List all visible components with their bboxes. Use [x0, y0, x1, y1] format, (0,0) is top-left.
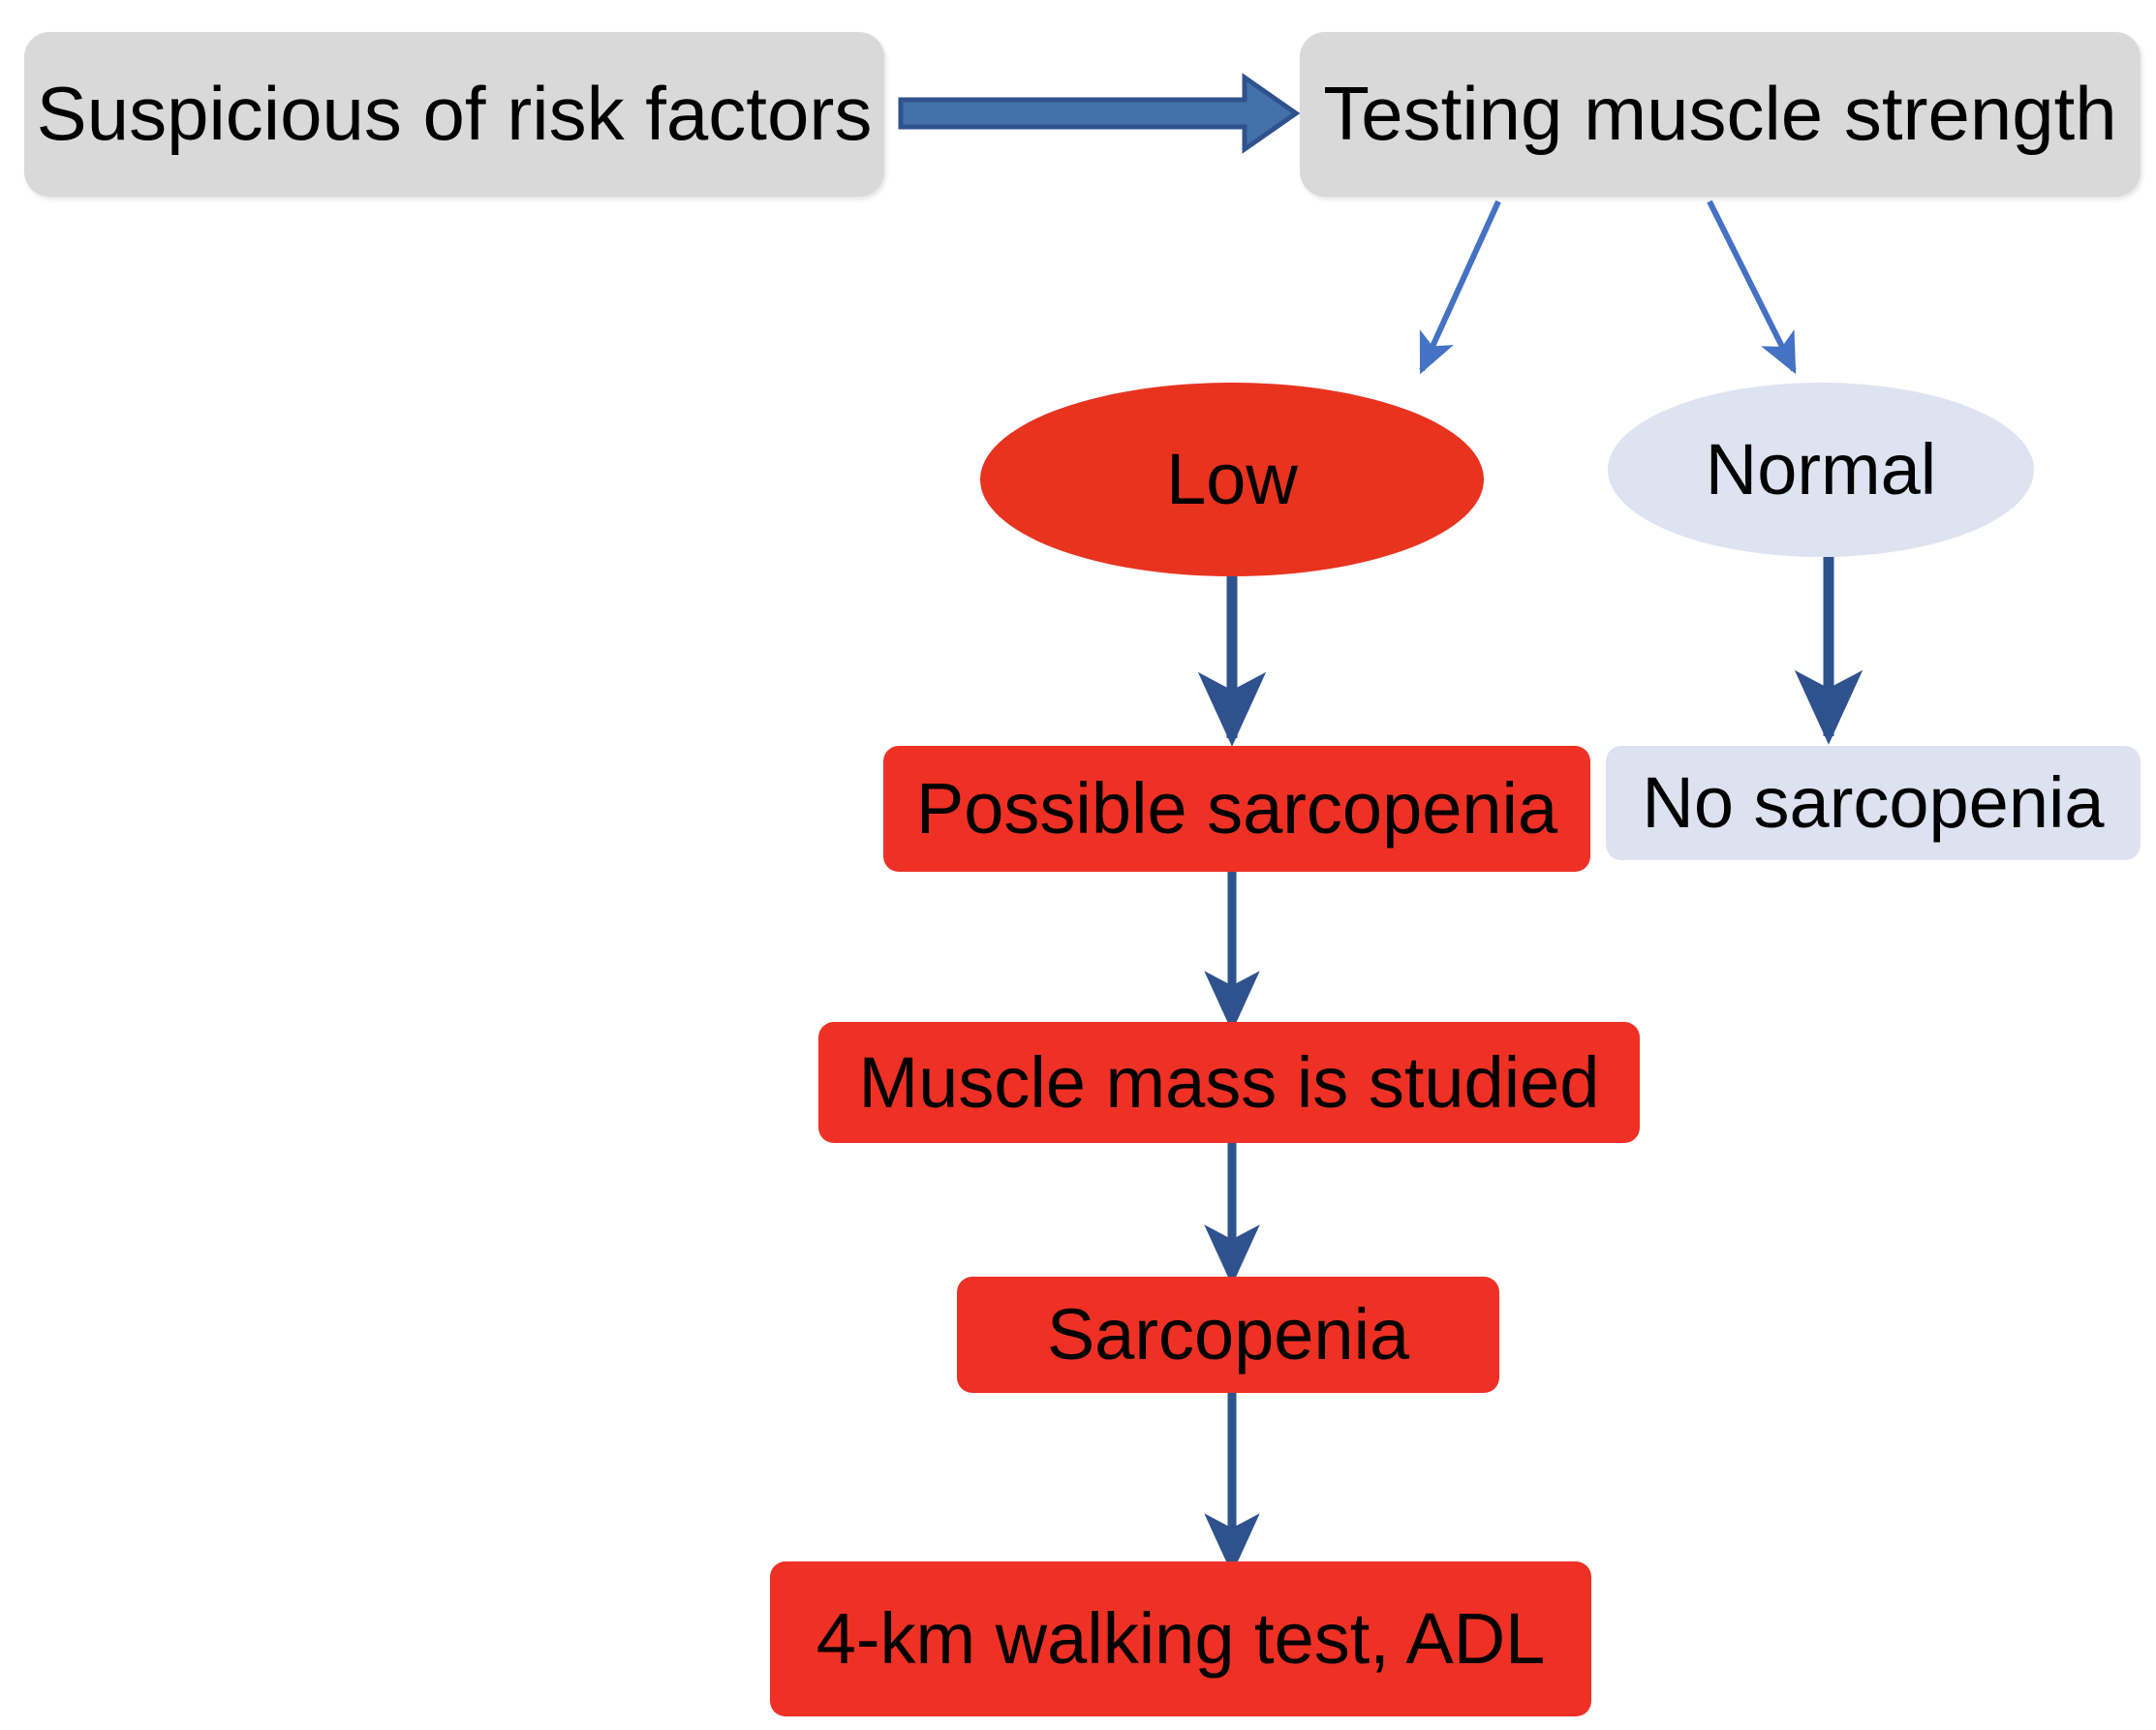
- node-label: Sarcopenia: [1046, 1294, 1410, 1375]
- arrow-testing-to-normal: [1707, 200, 1797, 375]
- node-label: Testing muscle strength: [1323, 71, 2117, 157]
- node-label: 4-km walking test, ADL: [816, 1598, 1546, 1680]
- node-possible-sarcopenia[interactable]: Possible sarcopenia: [883, 746, 1590, 872]
- node-muscle-mass-is-studied[interactable]: Muscle mass is studied: [818, 1022, 1640, 1143]
- node-4km-walking-test-adl[interactable]: 4-km walking test, ADL: [770, 1561, 1591, 1716]
- node-suspicious-of-risk-factors[interactable]: Suspicious of risk factors: [24, 32, 884, 197]
- node-label: Muscle mass is studied: [858, 1041, 1600, 1123]
- node-low[interactable]: Low: [980, 383, 1484, 576]
- node-label: Low: [1166, 439, 1298, 520]
- node-label: Suspicious of risk factors: [36, 71, 873, 157]
- node-label: Normal: [1705, 429, 1937, 510]
- node-label: Possible sarcopenia: [915, 768, 1558, 850]
- arrow-testing-to-low: [1419, 200, 1501, 375]
- node-normal[interactable]: Normal: [1608, 383, 2034, 557]
- node-testing-muscle-strength[interactable]: Testing muscle strength: [1300, 32, 2141, 197]
- node-sarcopenia[interactable]: Sarcopenia: [957, 1277, 1499, 1393]
- arrow-risk-to-testing: [898, 73, 1301, 154]
- node-no-sarcopenia[interactable]: No sarcopenia: [1606, 746, 2141, 860]
- node-label: No sarcopenia: [1642, 762, 2105, 844]
